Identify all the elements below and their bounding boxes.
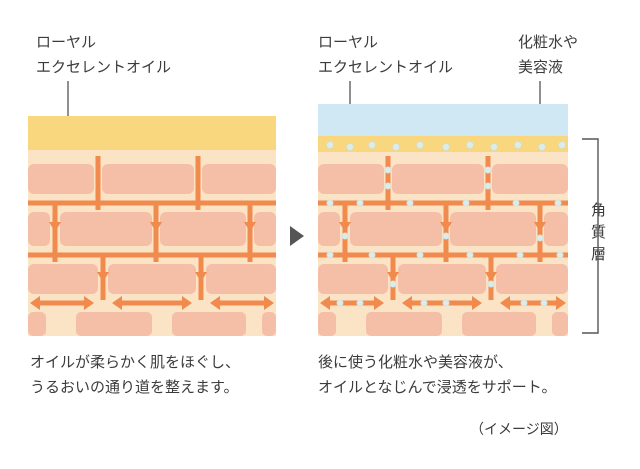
left-caption-1: オイルが柔らかく肌をほぐし、	[30, 353, 241, 371]
cell	[28, 264, 98, 294]
cell	[318, 264, 388, 294]
cell	[254, 212, 276, 246]
right-cells	[318, 164, 568, 336]
cell	[552, 312, 568, 336]
arrowhead-right-icon	[472, 296, 482, 310]
left-skin-diagram	[28, 81, 276, 336]
arrowhead-left-icon	[210, 296, 220, 310]
cell	[262, 312, 276, 336]
left-product-label-2: エクセレントオイル	[36, 58, 172, 76]
cell	[318, 212, 340, 246]
cell	[544, 212, 568, 246]
cell	[60, 212, 152, 246]
arrowhead-down-icon	[440, 222, 452, 232]
arrowhead-left-icon	[112, 296, 122, 310]
lotion-label-1: 化粧水や	[518, 33, 579, 51]
lotion-dots	[326, 141, 566, 307]
arrowhead-right-icon	[374, 296, 384, 310]
cell	[160, 212, 246, 246]
arrowhead-left-icon	[402, 296, 412, 310]
arrowhead-left-icon	[30, 296, 40, 310]
cell	[28, 312, 46, 336]
arrowhead-down-icon	[49, 222, 61, 232]
right-caption-2: オイルとなじんで浸透をサポート。	[318, 378, 557, 396]
left-arrowheads	[30, 222, 274, 310]
cell	[318, 312, 336, 336]
lotion-layer	[318, 104, 568, 138]
arrowhead-down-icon	[195, 272, 207, 282]
cell	[366, 312, 442, 336]
cell	[108, 264, 196, 294]
arrowhead-down-icon	[534, 222, 546, 232]
cell	[450, 212, 536, 246]
right-triangle-arrow-icon	[290, 226, 304, 246]
cell	[102, 164, 194, 194]
cell	[462, 312, 536, 336]
cell	[76, 312, 152, 336]
cell	[202, 164, 276, 194]
left-product-label-1: ローヤル	[36, 33, 97, 51]
arrowhead-down-icon	[244, 222, 256, 232]
right-skin-diagram	[318, 81, 599, 336]
cell	[496, 264, 568, 294]
arrowhead-right-icon	[556, 296, 566, 310]
right-arrowheads	[320, 222, 566, 310]
left-oil-layer	[28, 116, 276, 156]
lotion-label-2: 美容液	[518, 58, 564, 76]
image-note: （イメージ図）	[470, 422, 568, 438]
arrowhead-left-icon	[500, 296, 510, 310]
arrowhead-right-icon	[84, 296, 94, 310]
arrowhead-left-icon	[320, 296, 330, 310]
cell	[392, 164, 484, 194]
cell	[28, 164, 94, 194]
cell	[28, 212, 50, 246]
cell	[492, 164, 568, 194]
cell	[398, 264, 486, 294]
arrowhead-down-icon	[97, 272, 109, 282]
arrowhead-down-icon	[150, 222, 162, 232]
arrowhead-down-icon	[485, 272, 497, 282]
arrowhead-down-icon	[387, 272, 399, 282]
cell	[206, 264, 276, 294]
right-product-label-2: エクセレントオイル	[318, 58, 454, 76]
cell	[318, 164, 384, 194]
cell	[350, 212, 442, 246]
left-cells	[28, 164, 276, 336]
arrowhead-down-icon	[339, 222, 351, 232]
left-caption-2: うるおいの通り道を整えます。	[30, 378, 239, 396]
arrowhead-right-icon	[264, 296, 274, 310]
arrowhead-right-icon	[182, 296, 192, 310]
bracket-icon	[582, 138, 599, 334]
cell	[172, 312, 246, 336]
right-caption-1: 後に使う化粧水や美容液が、	[318, 353, 513, 371]
right-product-label-1: ローヤル	[318, 33, 379, 51]
